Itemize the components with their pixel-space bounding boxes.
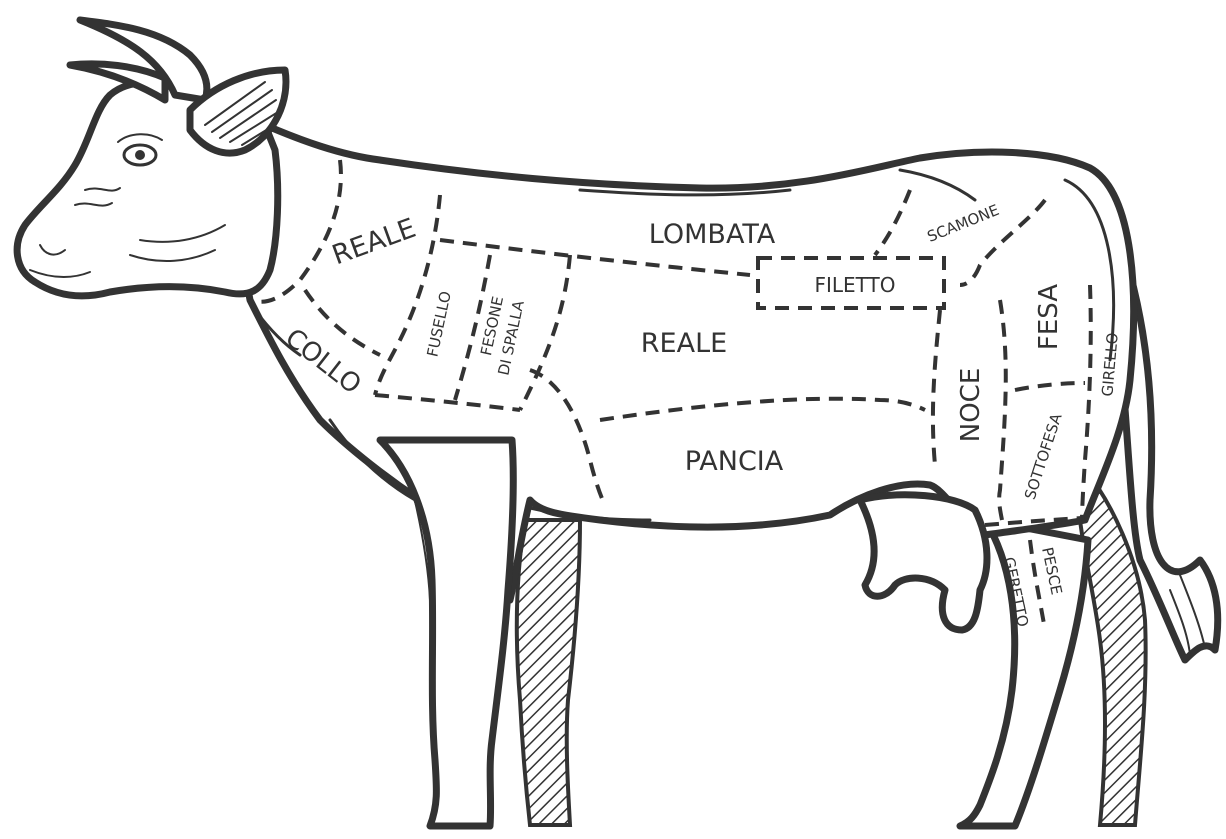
label-reale-center: REALE — [641, 328, 727, 359]
far-front-leg — [517, 520, 580, 825]
horns — [70, 20, 207, 100]
label-lombata: LOMBATA — [649, 219, 776, 250]
label-pancia: PANCIA — [685, 446, 784, 477]
label-noce: NOCE — [956, 368, 986, 443]
label-fesa: FESA — [1034, 284, 1064, 350]
udder — [860, 495, 987, 630]
near-front-leg — [380, 440, 513, 826]
label-filetto: FILETTO — [814, 273, 895, 297]
